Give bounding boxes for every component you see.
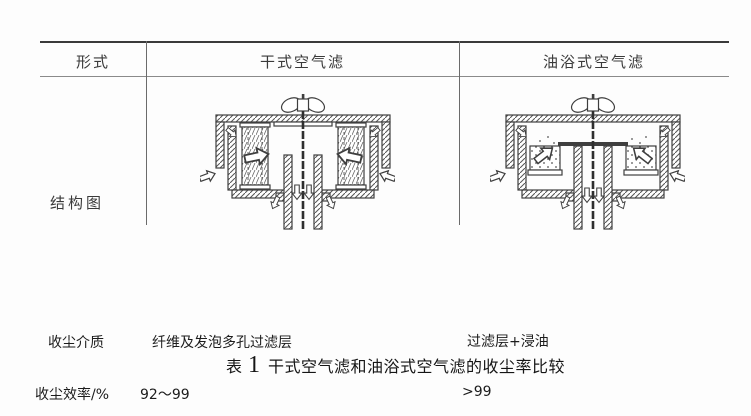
efficiency-dry-value: 92～99	[140, 387, 190, 403]
airflow-arrow-inlet-right	[669, 169, 685, 183]
airflow-arrow-over-media-left	[532, 147, 554, 165]
airflow-arrow-channel-left	[225, 126, 237, 138]
wing-nut-icon	[570, 94, 616, 113]
airflow-arrow-through-filter-right	[336, 146, 363, 167]
airflow-arrow-inlet-left	[490, 169, 506, 183]
airflow-arrow-bottom-left	[560, 195, 571, 210]
header-cell-type: 形式	[75, 55, 110, 71]
airflow-arrow-bottom-left	[270, 195, 281, 210]
airflow-arrow-channel-left	[515, 126, 527, 138]
structure-row-label: 结构图	[50, 196, 105, 212]
table-column-divider-1	[146, 41, 147, 225]
table-caption-number: 1	[248, 352, 261, 378]
header-cell-dry-filter: 干式空气滤	[259, 55, 345, 71]
airflow-arrow-inlet-left	[200, 169, 216, 183]
table-caption-prefix: 表	[226, 357, 243, 376]
airflow-arrow-down-tube-2	[302, 184, 316, 201]
dry-air-filter-diagram	[200, 94, 395, 230]
airflow-arrow-down-tube-1	[580, 187, 594, 204]
medium-dry-value: 纤维及发泡多孔过滤层	[152, 335, 292, 351]
outer-wall-left	[215, 121, 225, 169]
outer-wall-right	[671, 121, 681, 169]
table-caption: 表 1 干式空气滤和油浴式空气滤的收尘率比较	[226, 353, 565, 377]
airflow-arrow-channel-right	[659, 126, 671, 138]
efficiency-oil-value: >99	[462, 384, 492, 400]
efficiency-row-label: 收尘效率/%	[35, 387, 110, 403]
table-top-border	[40, 41, 729, 43]
table-column-divider-2	[459, 41, 460, 225]
airflow-arrow-down-tube-2	[592, 187, 606, 204]
airflow-arrow-channel-right	[369, 126, 381, 138]
tube-wall-right	[603, 145, 613, 230]
table-caption-text: 干式空气滤和油浴式空气滤的收尘率比较	[268, 357, 566, 376]
airflow-arrow-bottom-right	[325, 195, 336, 210]
airflow-arrow-through-filter-left	[243, 146, 270, 167]
table-header-bottom-border	[40, 76, 729, 77]
oil-bath-air-filter-diagram	[490, 94, 685, 230]
medium-row-label: 收尘介质	[48, 335, 104, 351]
outer-wall-left	[505, 121, 515, 169]
wing-nut-icon	[280, 94, 326, 113]
airflow-arrow-down-tube-1	[290, 184, 304, 201]
airflow-arrow-over-media-right	[632, 147, 654, 165]
airflow-arrow-inlet-right	[379, 169, 395, 183]
medium-oil-value: 过滤层+浸油	[467, 334, 549, 350]
airflow-arrow-bottom-right	[615, 195, 626, 210]
tube-wall-left	[573, 145, 583, 230]
header-cell-oil-bath-filter: 油浴式空气滤	[542, 55, 645, 71]
tube-wall-left	[283, 154, 293, 230]
outer-wall-right	[381, 121, 391, 169]
tube-wall-right	[313, 154, 323, 230]
